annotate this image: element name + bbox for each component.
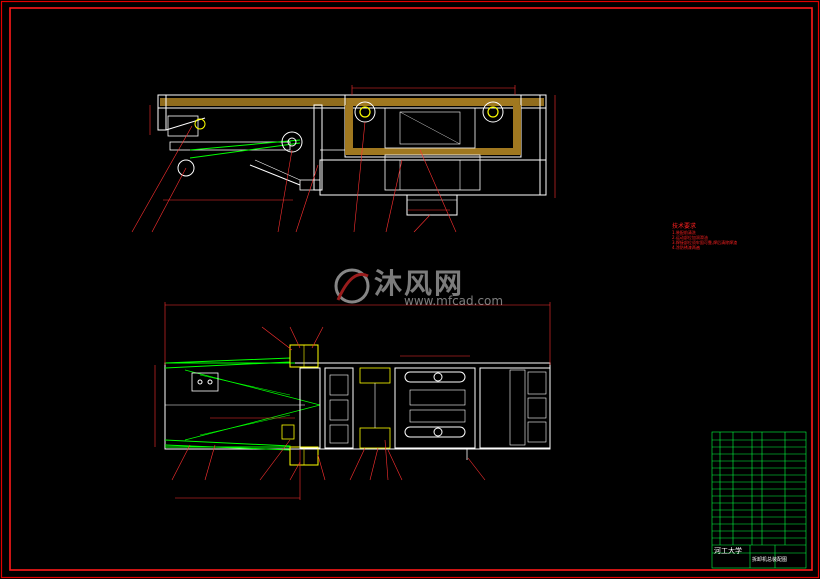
watermark-text: 沐风网	[374, 267, 465, 300]
watermark-url: www.mfcad.com	[404, 294, 504, 308]
title-block-grid	[711, 431, 807, 569]
bottom-view-dimensions	[154, 302, 551, 500]
inner-frame	[9, 7, 813, 571]
tech-requirement-line: 1.装配前清洗	[672, 230, 696, 235]
top-view	[157, 94, 547, 216]
tech-requirement-line: 3.焊接部位须牢固可靠,焊后清除焊渣	[672, 240, 738, 245]
watermark-logo-icon	[334, 268, 370, 304]
top-view-dimensions	[131, 85, 556, 233]
title-block-drawing-title: 拆卸机总装配图	[752, 557, 788, 563]
technical-requirements: 技术要求 1.装配前清洗 2.运动部位加润滑油 3.焊接部位须牢固可靠,焊后清除…	[672, 221, 737, 250]
tech-requirement-line: 2.运动部位加润滑油	[672, 235, 708, 240]
tech-requirements-title: 技术要求	[672, 223, 697, 230]
title-block-school: 河工大学	[714, 547, 742, 555]
bottom-view	[164, 344, 551, 466]
tech-requirement-line: 4.涂防锈漆两遍	[672, 245, 700, 250]
